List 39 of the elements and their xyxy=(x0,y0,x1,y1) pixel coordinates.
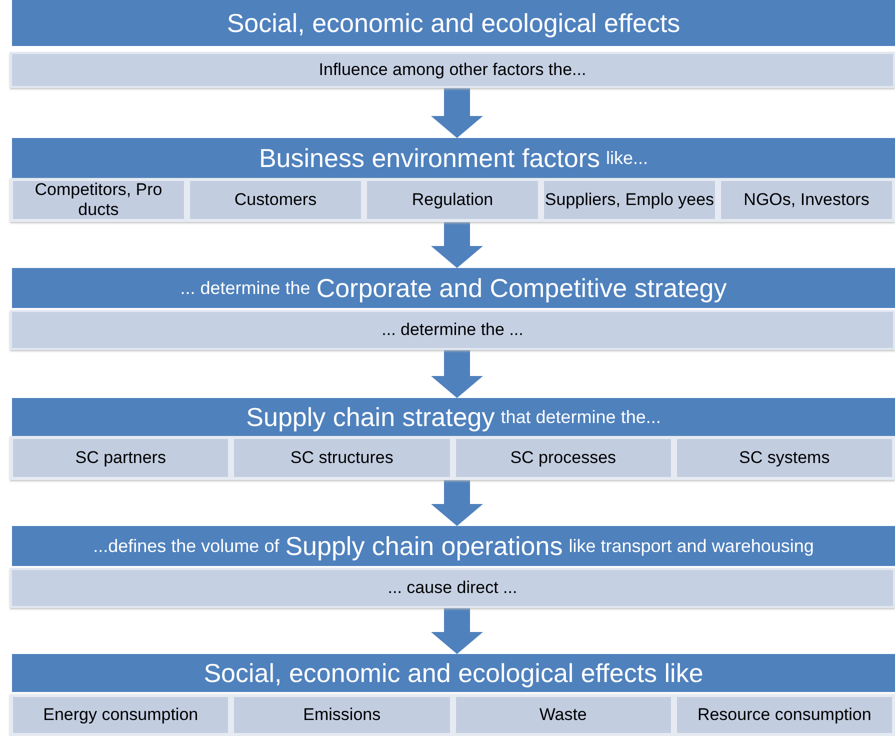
stage-header-band xyxy=(12,526,895,566)
stage-subtitle-band: ... determine the ... xyxy=(10,310,895,350)
stage-header-band: Social, economic and ecological effects like xyxy=(12,654,895,692)
header-text: Corporate and Competitive strategy xyxy=(316,272,727,304)
header-text: Supply chain strategy xyxy=(246,402,495,432)
header-text: like... xyxy=(606,148,648,168)
category-cell: Regulation xyxy=(364,178,541,222)
header-text: like transport and warehousing xyxy=(568,536,814,556)
category-cell: Suppliers, Emplo yees xyxy=(541,178,718,222)
stage-subtitle-band: Influence among other factors the... xyxy=(10,52,895,88)
category-cell: Waste xyxy=(452,694,674,736)
block-arrow xyxy=(431,350,483,398)
category-cell: Energy consumption xyxy=(10,694,232,736)
header-text: Business environment factors xyxy=(258,142,600,174)
block-arrow xyxy=(431,88,483,138)
category-cell: SC partners xyxy=(10,436,232,480)
category-cell: SC systems xyxy=(674,436,895,480)
stage-header-band xyxy=(12,268,895,308)
header-text: that determine the... xyxy=(500,406,661,428)
header-text: Supply chain operations xyxy=(285,530,563,562)
block-arrow xyxy=(431,608,483,654)
category-cell: Resource consumption xyxy=(674,694,895,736)
category-cell: SC processes xyxy=(452,436,674,480)
category-cell: SC structures xyxy=(231,436,452,480)
category-row xyxy=(10,436,895,480)
stage-subtitle-band: ... cause direct ... xyxy=(10,568,895,608)
block-arrow xyxy=(431,480,483,526)
category-row xyxy=(10,178,895,222)
header-text: ...defines the volume of xyxy=(93,536,280,556)
stage-header-band xyxy=(12,398,895,436)
category-cell: Competitors, Pro ducts xyxy=(10,178,187,222)
category-row xyxy=(10,694,895,736)
category-cell: Customers xyxy=(187,178,364,222)
category-cell: NGOs, Investors xyxy=(718,178,895,222)
stage-header-band xyxy=(12,138,895,178)
block-arrow xyxy=(431,222,483,268)
category-cell: Emissions xyxy=(231,694,452,736)
stage-header-band: Social, economic and ecological effects xyxy=(12,0,895,46)
header-text: ... determine the xyxy=(180,278,310,298)
